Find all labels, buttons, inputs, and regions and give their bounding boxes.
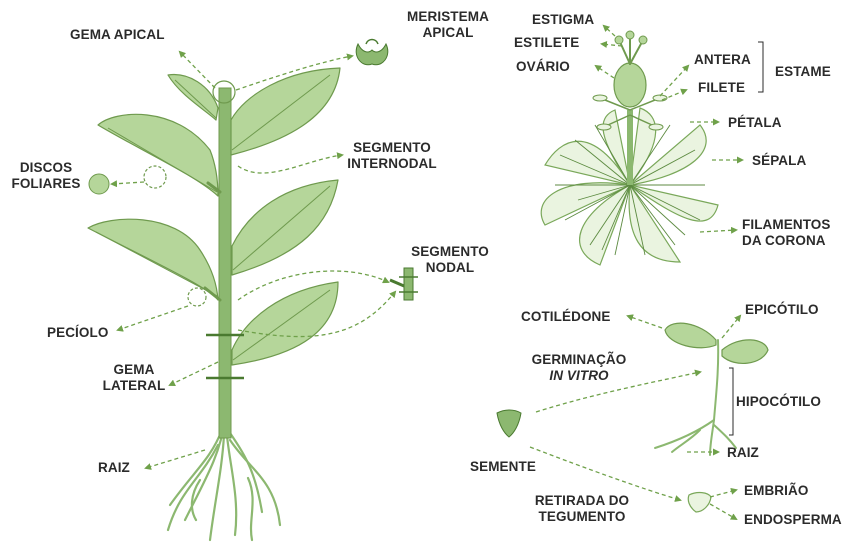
- label-gema-apical: GEMA APICAL: [70, 27, 165, 43]
- plant-illustration: [88, 40, 418, 541]
- embryo-icon: [688, 493, 711, 512]
- label-sepala: SÉPALA: [752, 153, 806, 169]
- label-raiz-seedling: RAIZ: [727, 445, 759, 461]
- label-germinacao-line1: GERMINAÇÃO: [527, 352, 631, 368]
- label-gema-lateral-line1: GEMA: [96, 362, 172, 378]
- label-gema-lateral-line2: LATERAL: [96, 378, 172, 394]
- leaf-mid-left-2: [88, 219, 218, 300]
- seed-icon: [497, 410, 521, 437]
- label-retirada-line1: RETIRADA DO: [530, 493, 634, 509]
- label-filamentos-line2: DA CORONA: [742, 233, 831, 249]
- label-hipocotilo: HIPOCÓTILO: [736, 394, 821, 410]
- label-petala: PÉTALA: [728, 115, 782, 131]
- label-germinacao-in-vitro: GERMINAÇÃO IN VITRO: [527, 352, 631, 384]
- ovary: [614, 63, 646, 107]
- petiole-circle: [188, 288, 206, 306]
- label-discos-line1: DISCOS: [4, 160, 88, 176]
- label-germinacao-line2: IN VITRO: [527, 368, 631, 384]
- seedling-illustration: [497, 316, 768, 519]
- label-meristema-line2: APICAL: [398, 25, 498, 41]
- leaf-top-right: [231, 68, 340, 155]
- label-discos-foliares: DISCOS FOLIARES: [4, 160, 88, 192]
- label-internodal-line2: INTERNODAL: [342, 156, 442, 172]
- label-antera: ANTERA: [694, 52, 751, 68]
- label-endosperma: ENDOSPERMA: [744, 512, 842, 528]
- cotyledon-right: [722, 340, 768, 364]
- label-internodal-line1: SEGMENTO: [342, 140, 442, 156]
- label-estigma: ESTIGMA: [532, 12, 594, 28]
- label-gema-lateral: GEMA LATERAL: [96, 362, 172, 394]
- label-ovario: OVÁRIO: [516, 59, 570, 75]
- label-filamentos-line1: FILAMENTOS: [742, 217, 831, 233]
- meristem-icon: [356, 40, 388, 65]
- leaf-mid-right-1: [232, 180, 338, 275]
- cotyledon-left: [665, 323, 716, 348]
- label-segmento-nodal: SEGMENTO NODAL: [405, 244, 495, 276]
- label-discos-line2: FOLIARES: [4, 176, 88, 192]
- label-cotiledone: COTILÉDONE: [521, 309, 611, 325]
- label-filete: FILETE: [698, 80, 745, 96]
- label-filamentos-da-corona: FILAMENTOS DA CORONA: [742, 217, 831, 249]
- label-meristema-line1: MERISTEMA: [398, 9, 498, 25]
- label-meristema-apical: MERISTEMA APICAL: [398, 9, 498, 41]
- label-raiz-plant: RAIZ: [98, 460, 130, 476]
- plant-stem: [219, 88, 231, 438]
- leaf-disc-icon: [89, 174, 109, 194]
- label-retirada-do-tegumento: RETIRADA DO TEGUMENTO: [530, 493, 634, 525]
- label-semente: SEMENTE: [470, 459, 536, 475]
- label-epicotilo: EPICÓTILO: [745, 302, 819, 318]
- label-peciolo: PECÍOLO: [47, 325, 108, 341]
- label-segmento-internodal: SEGMENTO INTERNODAL: [342, 140, 442, 172]
- leaf-disc-source: [144, 166, 166, 188]
- label-nodal-line2: NODAL: [405, 260, 495, 276]
- label-retirada-line2: TEGUMENTO: [530, 509, 634, 525]
- label-nodal-line1: SEGMENTO: [405, 244, 495, 260]
- label-estilete: ESTILETE: [514, 35, 579, 51]
- label-embriao: EMBRIÃO: [744, 483, 808, 499]
- label-estame: ESTAME: [775, 64, 831, 80]
- leaf-low-right: [232, 282, 338, 365]
